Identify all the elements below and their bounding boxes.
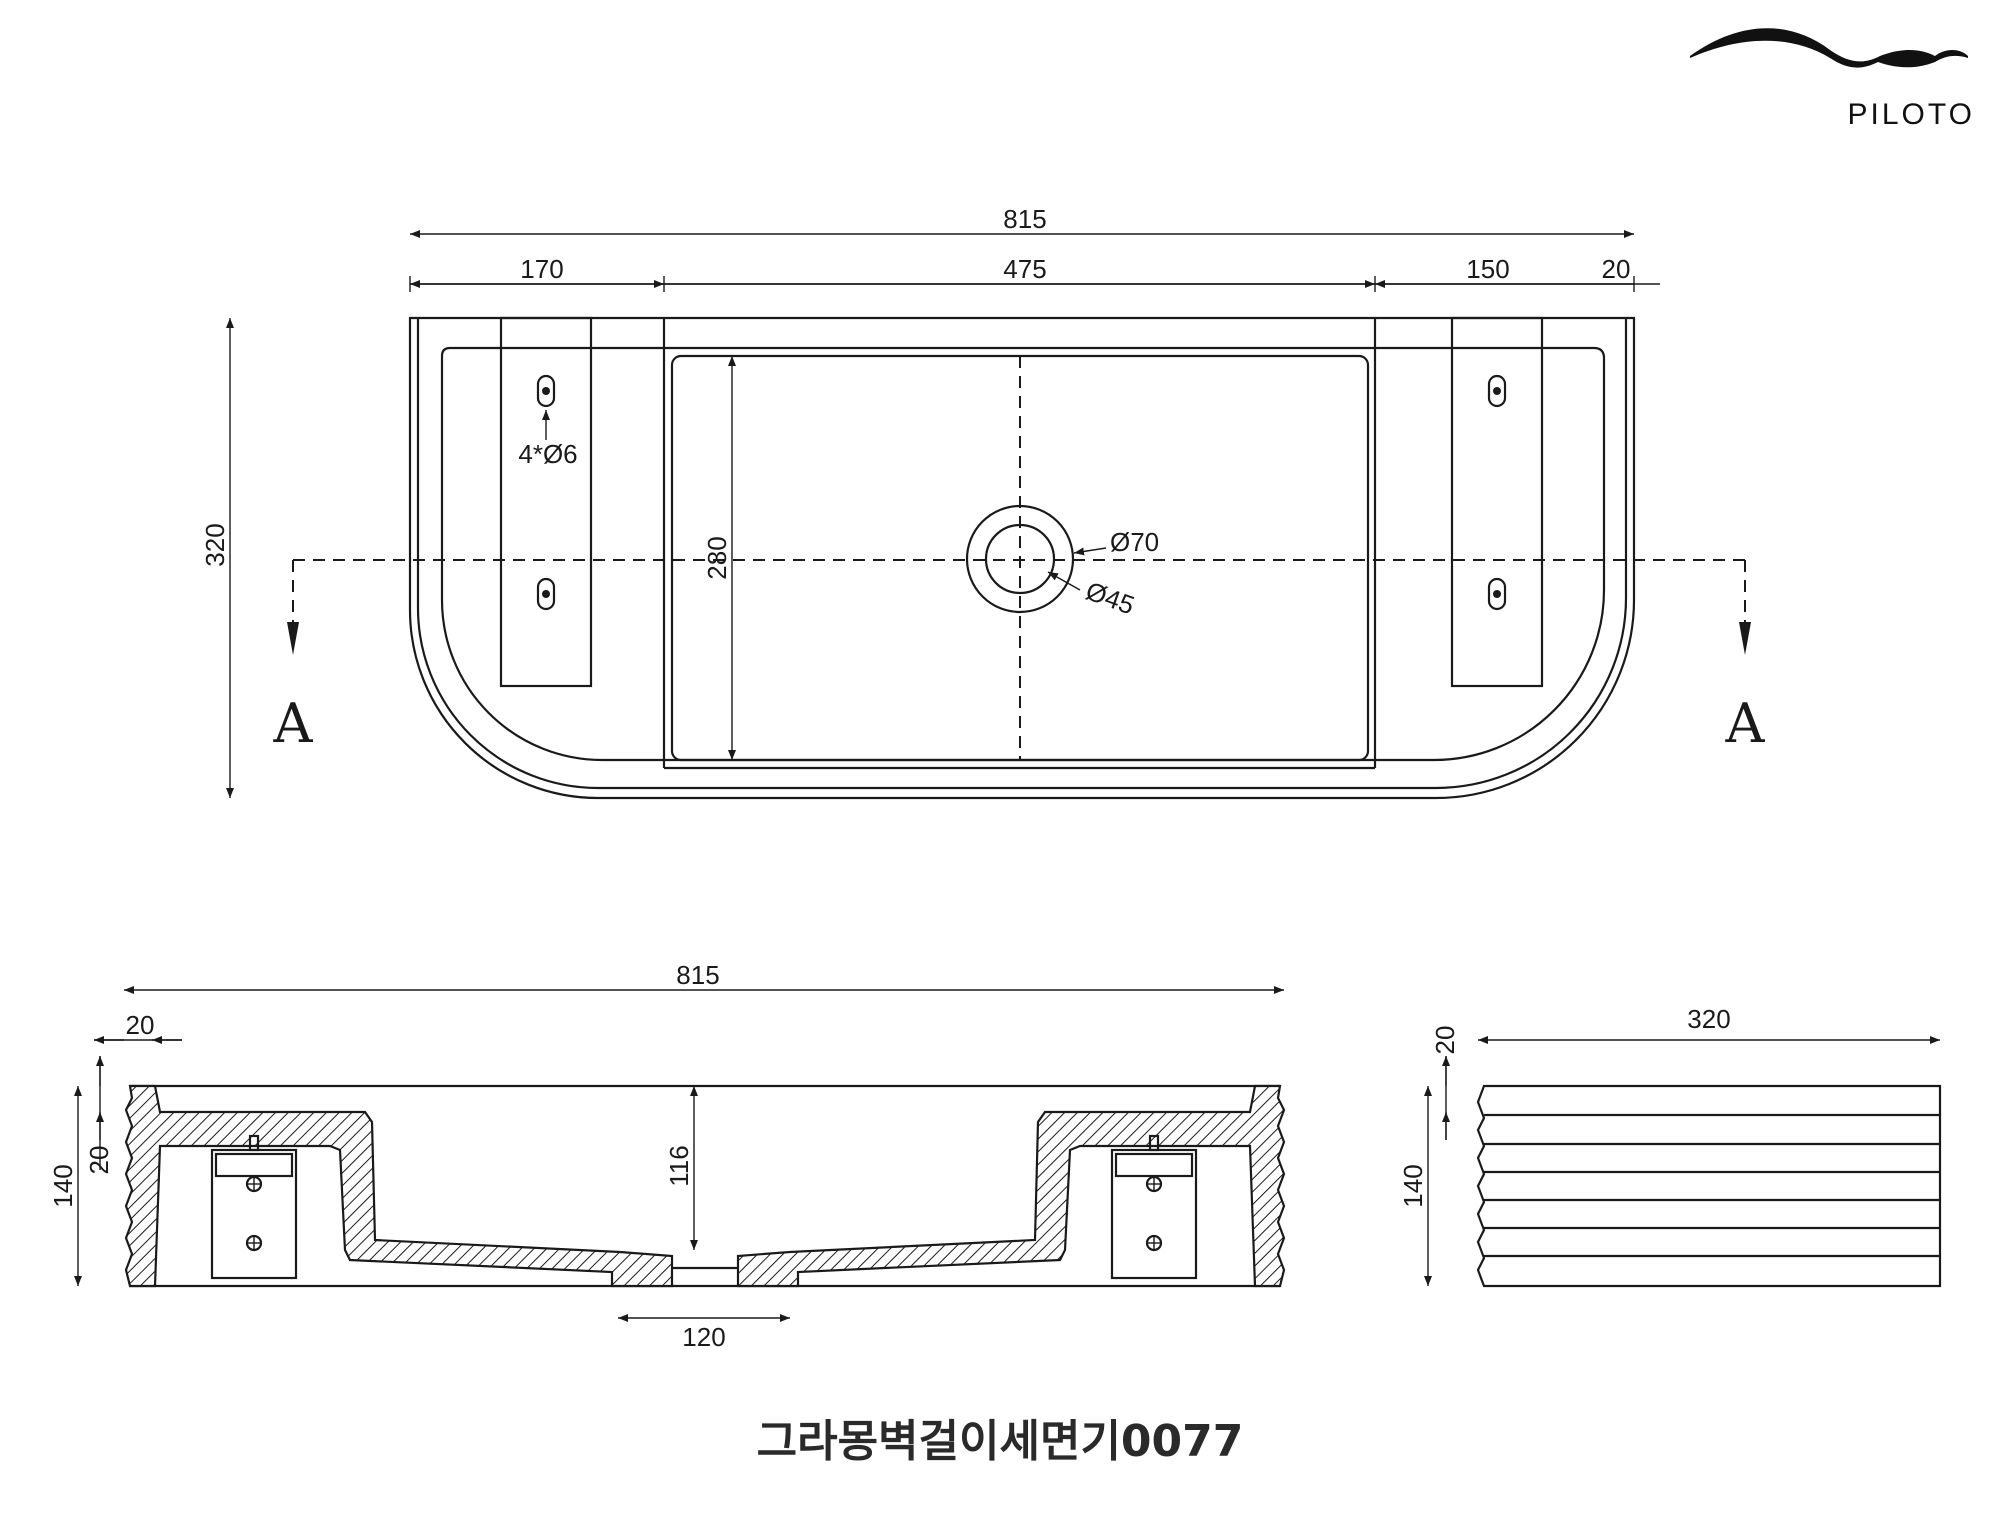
front-rim-width-label: 20 bbox=[126, 1010, 155, 1040]
logo-wave-icon bbox=[1690, 28, 1968, 68]
mount-holes bbox=[536, 374, 1507, 611]
front-rim-height-label: 20 bbox=[84, 1146, 114, 1175]
section-marker-right: A bbox=[1725, 692, 1766, 755]
drain-inner-label: Ø45 bbox=[1082, 575, 1138, 620]
top-overall-width-label: 815 bbox=[1003, 204, 1046, 234]
mount-bracket-left bbox=[499, 316, 593, 688]
side-height-label: 140 bbox=[1398, 1164, 1428, 1207]
section-marker-left: A bbox=[273, 692, 314, 755]
front-overall-width-label: 815 bbox=[676, 960, 719, 990]
top-depth-label: 320 bbox=[200, 523, 230, 566]
side-rim-height-label: 20 bbox=[1430, 1026, 1460, 1055]
drain-outer-circle bbox=[965, 504, 1075, 614]
front-drain-width-label: 120 bbox=[682, 1322, 725, 1352]
brand-logo: PILOTO bbox=[1690, 28, 1975, 131]
basin-outer-outline bbox=[408, 316, 1636, 800]
mount-bracket-right bbox=[1450, 316, 1544, 688]
front-section-view: 815 20 140 20 bbox=[48, 960, 1286, 1352]
top-seg-left-label: 170 bbox=[520, 254, 563, 284]
top-seg-right-label: 150 bbox=[1466, 254, 1509, 284]
rim-inner-outline bbox=[440, 346, 1606, 762]
brand-name: PILOTO bbox=[1848, 98, 1975, 131]
top-seg-edge-label: 20 bbox=[1602, 254, 1631, 284]
bracket-screw-icons bbox=[245, 1175, 1163, 1252]
drain-outer-label: Ø70 bbox=[1110, 527, 1159, 557]
basin-outer-outline-inner bbox=[416, 318, 1628, 790]
side-view-outline bbox=[1476, 1084, 1942, 1288]
front-height-label: 140 bbox=[48, 1164, 78, 1207]
section-bracket-right bbox=[1110, 1148, 1198, 1280]
top-view: 815 170 475 150 20 320 bbox=[200, 204, 1766, 800]
mount-holes-label: 4*Ø6 bbox=[518, 439, 577, 469]
section-arrow-left-icon bbox=[287, 622, 299, 655]
section-wall-right bbox=[736, 1084, 1286, 1288]
basin-depth-label: 280 bbox=[702, 536, 732, 579]
side-depth-label: 320 bbox=[1687, 1004, 1730, 1034]
section-outline bbox=[130, 1084, 1280, 1288]
front-basin-height-label: 116 bbox=[664, 1145, 694, 1186]
product-caption: 그라몽벽걸이세면기0077 bbox=[757, 1416, 1244, 1467]
side-view: 320 140 20 bbox=[1398, 1004, 1942, 1288]
section-bracket-left bbox=[210, 1148, 298, 1280]
section-arrow-right-icon bbox=[1739, 622, 1751, 655]
top-seg-basin-label: 475 bbox=[1003, 254, 1046, 284]
section-wall-left bbox=[124, 1084, 674, 1288]
drain-inner-circle bbox=[984, 523, 1056, 595]
side-view-grooves bbox=[1484, 1113, 1940, 1258]
